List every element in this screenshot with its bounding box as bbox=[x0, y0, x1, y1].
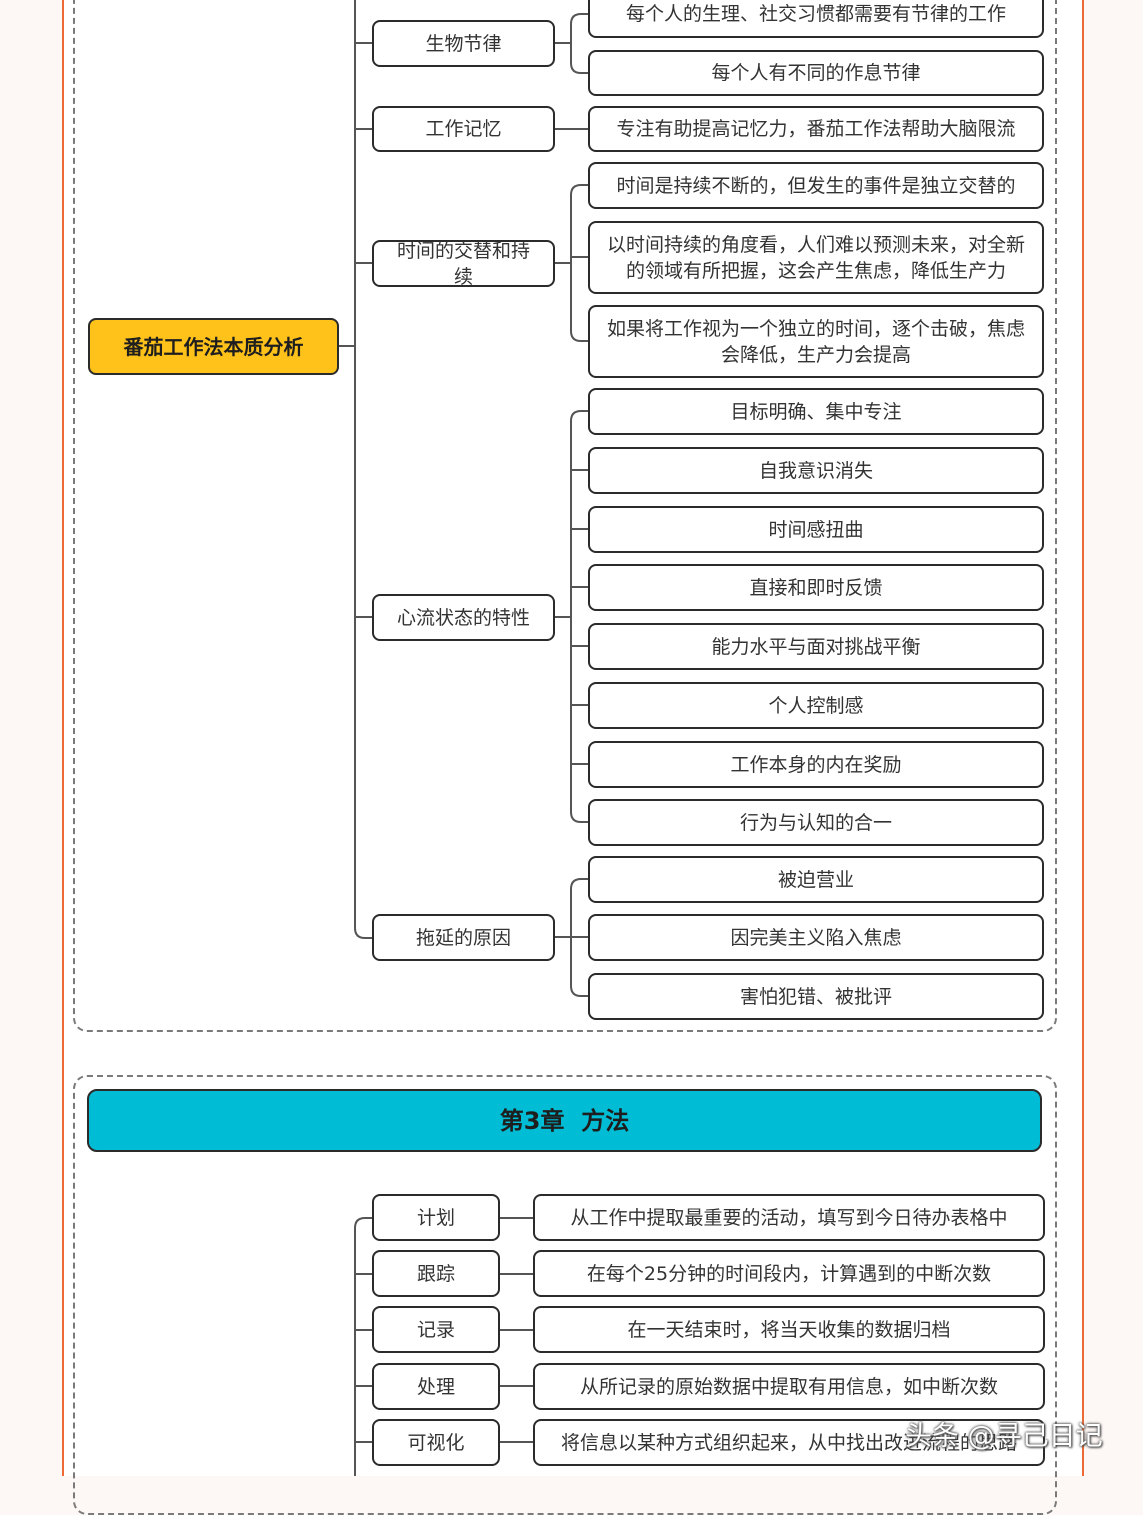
leaf-node[interactable]: 每个人有不同的作息节律 bbox=[588, 50, 1044, 96]
step-desc-node[interactable]: 在每个25分钟的时间段内，计算遇到的中断次数 bbox=[533, 1250, 1045, 1297]
leaf-node[interactable]: 行为与认知的合一 bbox=[588, 799, 1044, 846]
watermark-text: 头条 @寻己日记 bbox=[905, 1421, 1103, 1452]
leaf-node[interactable]: 目标明确、集中专注 bbox=[588, 388, 1044, 435]
step-node-process[interactable]: 处理 bbox=[372, 1363, 500, 1410]
step-node-visualize[interactable]: 可视化 bbox=[372, 1419, 500, 1466]
branch-node-time-alternation[interactable]: 时间的交替和持续 bbox=[372, 240, 555, 288]
leaf-node[interactable]: 直接和即时反馈 bbox=[588, 564, 1044, 611]
chapter-3-title-node[interactable]: 第3章 方法 bbox=[87, 1089, 1042, 1152]
leaf-node[interactable]: 能力水平与面对挑战平衡 bbox=[588, 623, 1044, 670]
step-desc-node[interactable]: 从工作中提取最重要的活动，填写到今日待办表格中 bbox=[533, 1194, 1045, 1241]
leaf-node[interactable]: 自我意识消失 bbox=[588, 447, 1044, 494]
branch-node-procrastination[interactable]: 拖延的原因 bbox=[372, 914, 555, 961]
leaf-node[interactable]: 时间感扭曲 bbox=[588, 506, 1044, 553]
section-frame-analysis bbox=[73, 0, 1057, 1032]
branch-node-flow-state[interactable]: 心流状态的特性 bbox=[372, 594, 555, 641]
leaf-node[interactable]: 工作本身的内在奖励 bbox=[588, 741, 1044, 788]
step-desc-node[interactable]: 从所记录的原始数据中提取有用信息，如中断次数 bbox=[533, 1363, 1045, 1410]
branch-node-working-memory[interactable]: 工作记忆 bbox=[372, 106, 555, 152]
leaf-node[interactable]: 以时间持续的角度看，人们难以预测未来，对全新的领域有所把握，这会产生焦虑，降低生… bbox=[588, 221, 1044, 294]
step-desc-node[interactable]: 将信息以某种方式组织起来，从中找出改进流程的思路 bbox=[533, 1419, 1045, 1466]
step-desc-node[interactable]: 在一天结束时，将当天收集的数据归档 bbox=[533, 1306, 1045, 1353]
leaf-node[interactable]: 害怕犯错、被批评 bbox=[588, 973, 1044, 1020]
step-node-plan[interactable]: 计划 bbox=[372, 1194, 500, 1241]
leaf-node[interactable]: 个人控制感 bbox=[588, 682, 1044, 729]
leaf-node[interactable]: 时间是持续不断的，但发生的事件是独立交替的 bbox=[588, 162, 1044, 209]
leaf-node[interactable]: 每个人的生理、社交习惯都需要有节律的工作 bbox=[588, 0, 1044, 38]
mind-map-page: 番茄工作法本质分析 生物节律 每个人的生理、社交习惯都需要有节律的工作 每个人有… bbox=[62, 0, 1103, 1515]
leaf-node[interactable]: 被迫营业 bbox=[588, 856, 1044, 903]
step-node-track[interactable]: 跟踪 bbox=[372, 1250, 500, 1297]
leaf-node[interactable]: 如果将工作视为一个独立的时间，逐个击破，焦虑会降低，生产力会提高 bbox=[588, 305, 1044, 378]
leaf-node[interactable]: 因完美主义陷入焦虑 bbox=[588, 914, 1044, 961]
leaf-node[interactable]: 专注有助提高记忆力，番茄工作法帮助大脑限流 bbox=[588, 106, 1044, 152]
step-node-record[interactable]: 记录 bbox=[372, 1306, 500, 1353]
branch-node-biorhythm[interactable]: 生物节律 bbox=[372, 20, 555, 67]
root-node[interactable]: 番茄工作法本质分析 bbox=[88, 318, 339, 375]
